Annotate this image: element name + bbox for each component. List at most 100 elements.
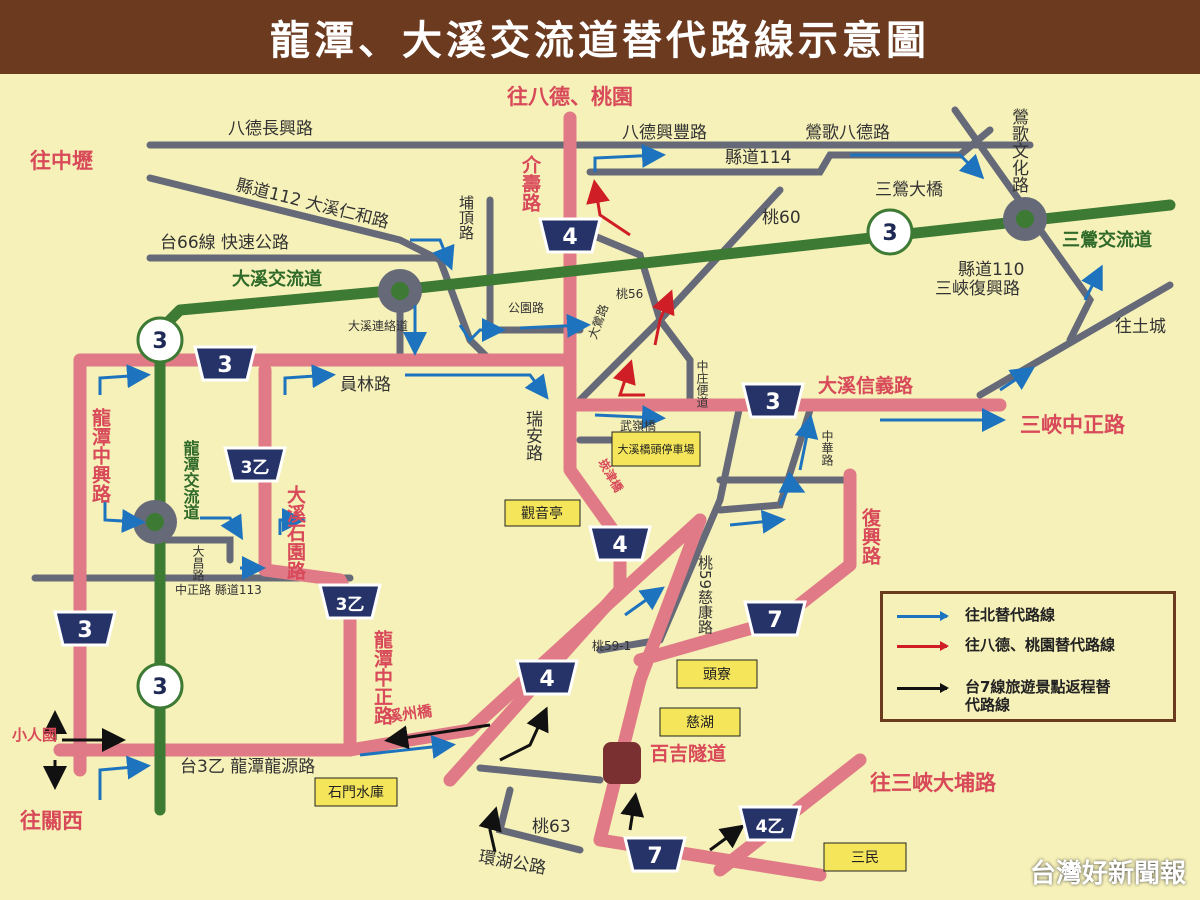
freeway-3 <box>154 199 1176 816</box>
svg-text:3乙: 3乙 <box>336 595 365 615</box>
shield-r3-east: 3 <box>741 382 805 419</box>
label-to-zhongli: 往中壢 <box>30 149 93 173</box>
emblem-f3-north: 3 <box>136 316 184 364</box>
label-county114: 縣道114 <box>725 148 791 168</box>
legend: 往北替代路線 往八德、桃園替代路線 台7線旅遊景點返程替代路線 <box>880 591 1176 722</box>
label-bade-xingfeng: 八德興豐路 <box>622 123 707 143</box>
svg-text:4乙: 4乙 <box>756 817 785 837</box>
label-tai3b-longyuan: 台3乙 龍潭龍源路 <box>180 757 315 777</box>
label-dachang: 大昌路 <box>191 545 205 582</box>
label-ruian: 瑞安路 <box>522 410 543 461</box>
label-fuxing: 復興路 <box>859 507 882 566</box>
svg-text:4: 4 <box>612 533 627 558</box>
place-cihu: 慈湖 <box>686 715 714 731</box>
place-guanyin: 觀音亭 <box>521 505 563 522</box>
shield-r3b-south: 3乙 <box>318 583 382 620</box>
svg-text:7: 7 <box>647 844 662 869</box>
label-daxi-ic: 大溪交流道 <box>232 268 322 290</box>
legend-blue: 往北替代路線 <box>897 606 1055 624</box>
page-title: 龍潭、大溪交流道替代路線示意圖 <box>270 18 930 64</box>
road-tao63 <box>476 764 604 854</box>
place-shimen: 石門水庫 <box>328 784 384 801</box>
svg-text:3: 3 <box>882 221 897 246</box>
label-tao60: 桃60 <box>762 208 801 228</box>
label-tao59-1: 桃59-1 <box>592 638 631 653</box>
label-xizhou-bridge: 溪州橋 <box>386 702 434 726</box>
emblem-f3-south: 3 <box>136 662 184 710</box>
label-jieshou: 介壽路 <box>519 154 542 213</box>
label-daxi-link: 大溪連絡道 <box>348 318 408 333</box>
route-map: 4 3 3 3乙 3乙 4 4 3 7 7 4乙 3 3 3 觀音亭 大溪橋頭停… <box>12 85 1176 882</box>
black-arrow-icon <box>897 683 949 693</box>
label-yingge-bade: 鶯歌八德路 <box>805 123 890 143</box>
shield-r3-south: 3 <box>53 610 117 647</box>
label-zhongzhuang: 中庄便道 <box>695 359 709 408</box>
label-to-guanxi: 往關西 <box>20 809 83 833</box>
watermark: 台灣好新聞報 <box>1029 859 1186 889</box>
legend-red: 往八德、桃園替代路線 <box>897 636 1115 654</box>
label-to-tucheng: 往土城 <box>1115 317 1166 337</box>
svg-text:3: 3 <box>77 618 92 643</box>
label-sanxia-fuxing: 三峽復興路 <box>935 279 1020 299</box>
shield-r4b: 4乙 <box>738 805 802 842</box>
road-tai4-north <box>563 111 627 597</box>
label-gongyuan: 公園路 <box>508 300 544 315</box>
title-bar: 龍潭、大溪交流道替代路線示意圖 <box>0 0 1200 74</box>
blue-arrows <box>98 143 1103 800</box>
emblem-f3-east: 3 <box>866 208 914 256</box>
road-county114 <box>586 126 994 176</box>
road-to-tucheng <box>976 281 1174 399</box>
label-tao56: 桃56 <box>616 286 643 301</box>
red-arrow-icon <box>897 641 949 651</box>
road-tao59 <box>656 401 744 644</box>
label-tao63: 桃63 <box>532 817 571 837</box>
label-xiaoren: 小人國 <box>12 726 57 744</box>
label-longtan-zhongzheng: 龍潭中正路 <box>371 629 393 726</box>
shield-r4-north: 4 <box>538 217 602 254</box>
blue-arrow-icon <box>897 611 949 621</box>
label-baiji-tunnel: 百吉隧道 <box>650 742 726 765</box>
shield-r4-south: 4 <box>515 659 579 696</box>
label-buding: 埔頂路 <box>457 195 475 240</box>
label-daxi-shiyuan: 大溪石園路 <box>284 484 307 581</box>
label-daxi-xinyi: 大溪信義路 <box>818 374 914 397</box>
label-yingge-wenhua: 鶯歌文化路 <box>1008 108 1029 193</box>
place-parking: 大溪橋頭停車場 <box>618 442 695 456</box>
label-tao59: 桃59慈康路 <box>696 555 714 634</box>
svg-text:7: 7 <box>767 608 782 633</box>
label-sanxia-zhongzheng: 三峽中正路 <box>1020 413 1126 437</box>
svg-text:3: 3 <box>152 675 167 700</box>
svg-text:4: 4 <box>539 667 554 692</box>
label-huanhu: 環湖公路 <box>477 847 547 879</box>
label-county110: 縣道110 <box>958 260 1024 280</box>
place-toushai: 頭寮 <box>703 666 731 683</box>
place-boxes: 觀音亭 大溪橋頭停車場 頭寮 慈湖 石門水庫 三民 <box>314 431 907 872</box>
label-to-bade: 往八德、桃園 <box>507 85 633 109</box>
svg-text:3: 3 <box>765 390 780 415</box>
label-bade-changxing: 八德長興路 <box>228 119 313 139</box>
black-arrows <box>43 706 745 853</box>
svg-text:4: 4 <box>562 225 577 250</box>
road-yingge-wenhua <box>951 106 1095 344</box>
label-tai66: 台66線 快速公路 <box>160 233 289 253</box>
shields: 4 3 3 3乙 3乙 4 4 3 7 7 4乙 <box>53 217 807 873</box>
map-labels: 往八德、桃園 往中壢 往關西 三峽中正路 往三峽大埔路 往土城 小人國 八德長興… <box>12 85 1166 879</box>
svg-text:3: 3 <box>152 329 167 354</box>
label-sanying-ic: 三鶯交流道 <box>1062 229 1152 251</box>
label-zhonghua: 中華路 <box>820 429 834 467</box>
label-yuanlin: 員林路 <box>340 375 391 395</box>
baiji-tunnel-mark <box>603 742 641 784</box>
svg-text:3: 3 <box>217 353 232 378</box>
shield-r7-north: 7 <box>743 600 807 637</box>
label-wuling-bridge: 武嶺橋 <box>620 419 656 433</box>
shield-r3-west: 3 <box>193 345 257 382</box>
shield-r7-south: 7 <box>623 836 687 873</box>
label-to-sanxia-dapu: 往三峽大埔路 <box>870 771 997 795</box>
place-sanmin: 三民 <box>851 850 879 866</box>
freeway-emblems: 3 3 3 <box>136 208 914 710</box>
red-arrows <box>586 179 675 397</box>
shield-r4-mid: 4 <box>588 525 652 562</box>
legend-black: 台7線旅遊景點返程替代路線 <box>897 678 1125 714</box>
road-fuxing <box>633 468 857 667</box>
label-longtan-zhongxing: 龍潭中興路 <box>89 407 111 504</box>
